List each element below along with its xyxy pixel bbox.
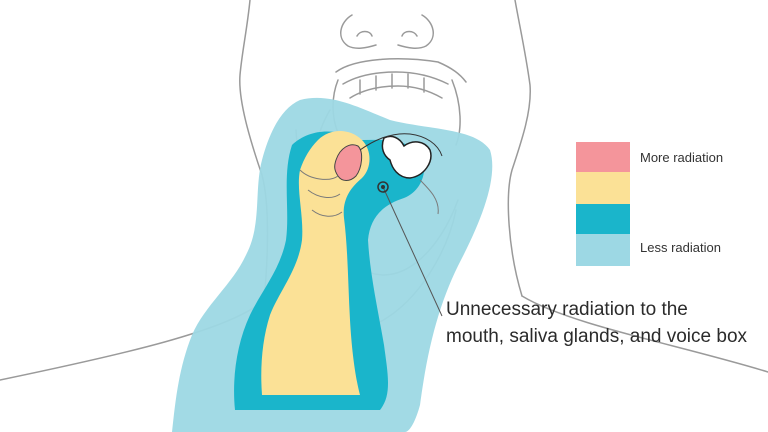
gland-outlines — [299, 169, 439, 217]
annotation-line-2: mouth, saliva glands, and voice box — [446, 326, 748, 347]
inner-mouth-outline — [359, 133, 443, 157]
nose — [340, 14, 434, 49]
legend-swatch-more-radiation — [576, 142, 630, 172]
radiation-zones — [172, 97, 493, 432]
high-radiation-zone — [261, 131, 370, 395]
legend-swatch-less-radiation — [576, 234, 630, 266]
pointer-dot — [381, 185, 385, 189]
teeth-divisions — [359, 73, 425, 95]
head-right-outline — [507, 0, 532, 297]
legend-label-less-radiation: Less radiation — [640, 240, 721, 255]
upper-teeth — [342, 71, 449, 99]
annotation-line-1: Unnecessary radiation to the — [446, 299, 688, 320]
legend-label-more-radiation: More radiation — [640, 150, 724, 165]
pointer-target — [377, 181, 389, 193]
right-shoulder — [521, 295, 768, 373]
annotation-pointer — [377, 181, 443, 317]
nostrils — [356, 30, 418, 37]
legend-swatch-medium — [576, 204, 630, 234]
pointer-line — [382, 186, 443, 317]
spared-mouth-region — [381, 135, 432, 179]
legend-swatch-high — [576, 172, 630, 204]
most-radiation-zone — [334, 144, 363, 181]
lip-outline — [335, 58, 467, 83]
